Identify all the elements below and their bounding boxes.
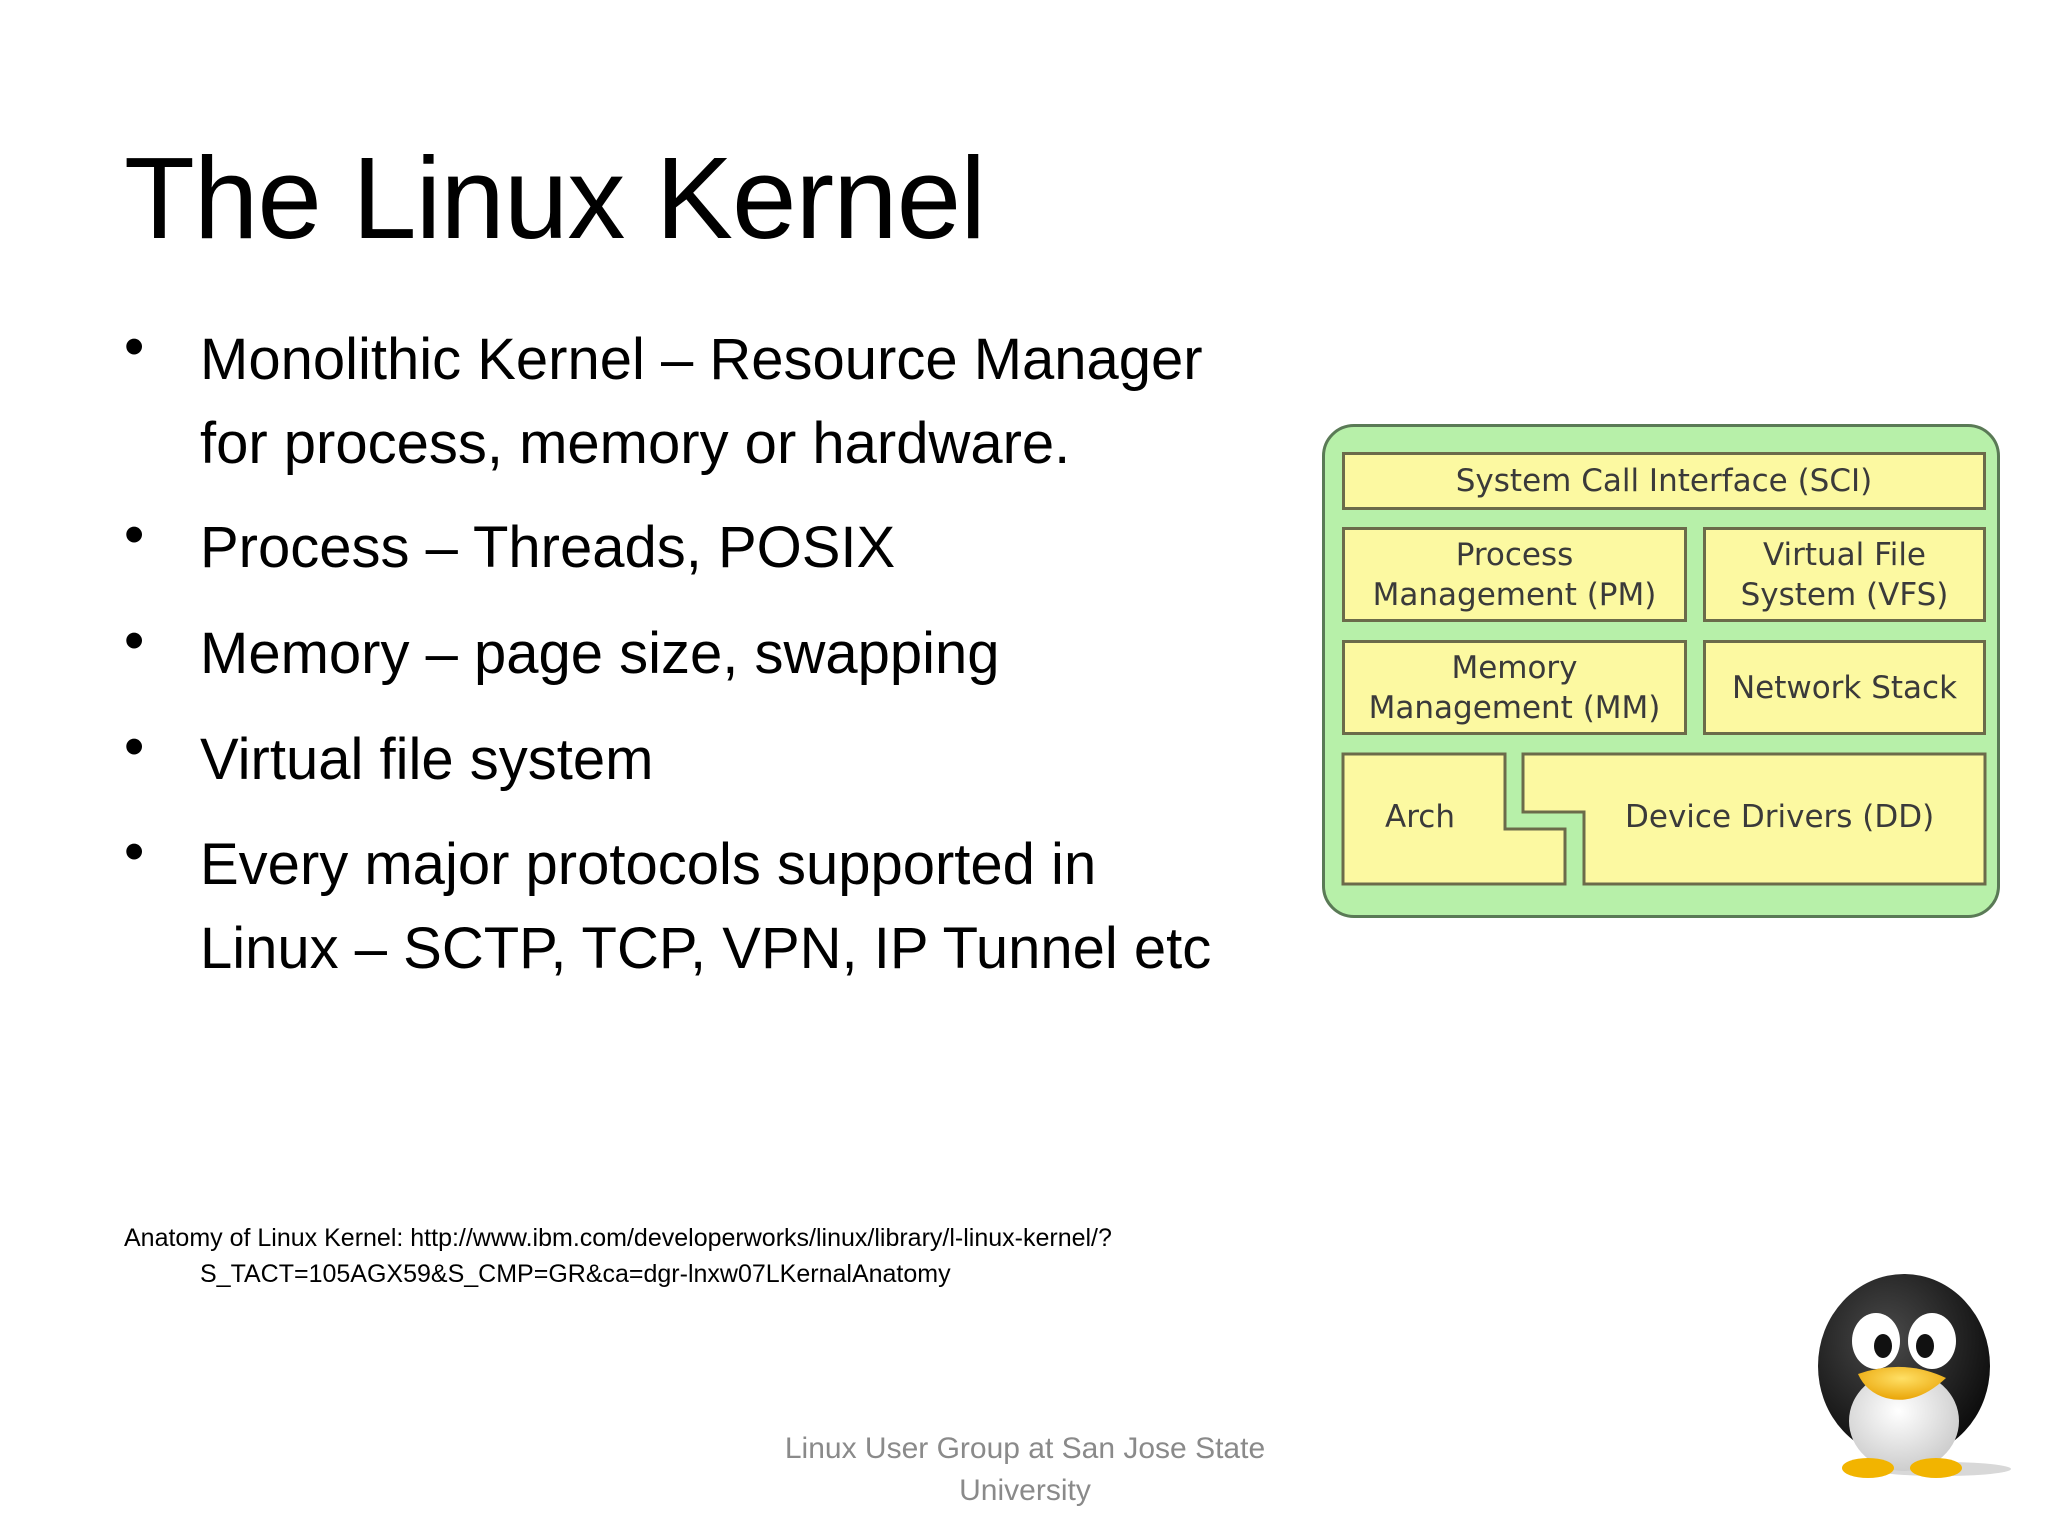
slide-title: The Linux Kernel (124, 133, 986, 263)
bullet-marker: • (124, 714, 145, 779)
citation-line1: Anatomy of Linux Kernel: http://www.ibm.… (124, 1224, 1112, 1252)
device-drivers-label: Device Drivers (DD) (1625, 799, 1935, 835)
pm-label-line2: Management (PM) (1372, 576, 1657, 613)
mm-label-line2: Management (MM) (1368, 689, 1661, 726)
device-drivers-block (1521, 752, 1987, 886)
bullet-text: Every major protocols supported in (200, 832, 1097, 897)
sci-label: System Call Interface (SCI) (1455, 463, 1873, 499)
bullet-marker: • (124, 608, 145, 673)
pm-block: Process Management (PM) (1342, 527, 1687, 622)
pm-label-line1: Process (1455, 536, 1574, 573)
vfs-block: Virtual File System (VFS) (1703, 527, 1986, 622)
kernel-architecture-diagram: System Call Interface (SCI) Process Mana… (1322, 424, 2000, 918)
arch-block (1341, 752, 1567, 886)
sci-block: System Call Interface (SCI) (1342, 452, 1986, 510)
vfs-label-line1: Virtual File (1762, 536, 1927, 573)
mm-block: Memory Management (MM) (1342, 640, 1687, 735)
bullet-text: Monolithic Kernel – Resource Manager (200, 327, 1203, 392)
network-stack-label: Network Stack (1731, 669, 1958, 706)
bullet-text: for process, memory or hardware. (200, 411, 1071, 476)
vfs-label-line2: System (VFS) (1740, 576, 1949, 613)
tux-penguin-icon (1818, 1274, 2011, 1478)
footer-line1: Linux User Group at San Jose State (784, 1432, 1266, 1465)
mm-label-line1: Memory (1451, 649, 1578, 686)
bullet-text: Memory – page size, swapping (200, 621, 1000, 686)
bullet-text: Linux – SCTP, TCP, VPN, IP Tunnel etc (200, 916, 1212, 981)
bullet-marker: • (124, 314, 145, 379)
arch-label: Arch (1385, 799, 1455, 835)
footer-line2: University (959, 1474, 1091, 1507)
footer: Linux User Group at San Jose State Unive… (760, 1428, 1290, 1512)
bullet-text: Virtual file system (200, 727, 654, 792)
bullet-marker: • (124, 819, 145, 884)
network-stack-block: Network Stack (1703, 640, 1986, 735)
bullet-text: Process – Threads, POSIX (200, 515, 896, 580)
citation: Anatomy of Linux Kernel: http://www.ibm.… (124, 1220, 1112, 1292)
bullet-marker: • (124, 502, 145, 567)
arch-dd-shapes (1341, 752, 1987, 886)
citation-line2: S_TACT=105AGX59&S_CMP=GR&ca=dgr-lnxw07LK… (200, 1260, 951, 1288)
